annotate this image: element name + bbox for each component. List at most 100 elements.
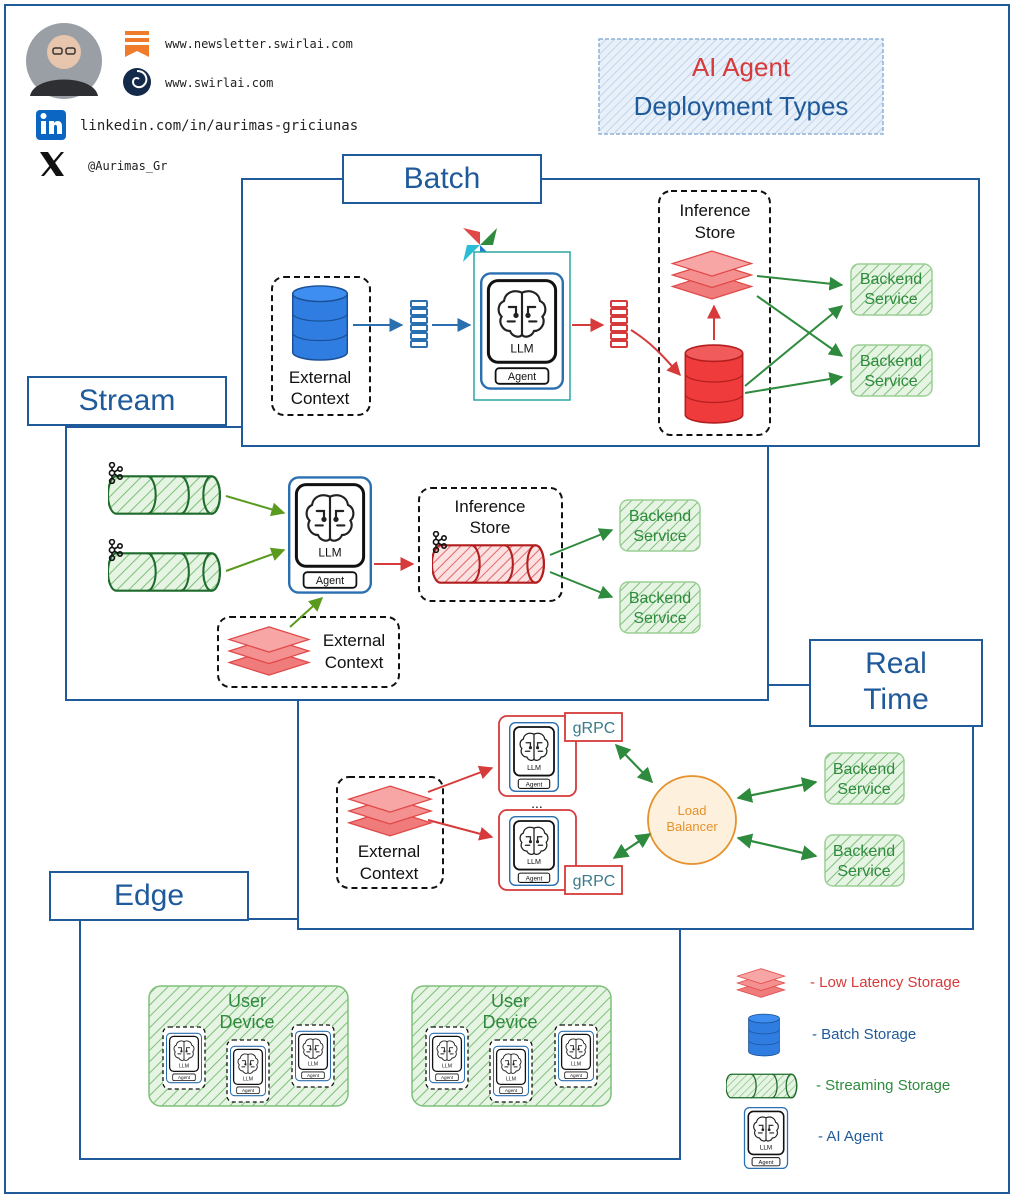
- service-label: Service: [837, 863, 890, 880]
- agent-icon: [230, 1045, 266, 1097]
- grpc-badge-1: gRPC: [564, 712, 623, 742]
- batch-input-queue-icon: [410, 300, 428, 348]
- load-label: Load: [678, 803, 707, 818]
- realtime-external-label: External: [358, 842, 420, 861]
- edge-tab: Edge: [49, 871, 249, 921]
- grpc-badge-2: gRPC: [564, 865, 623, 895]
- backend-label: Backend: [860, 353, 922, 370]
- arrow-context-to-agent: [289, 597, 324, 628]
- author-avatar: [26, 23, 102, 99]
- batch-backend-service-2: Backend Service: [850, 344, 933, 397]
- agent-icon: [509, 722, 559, 792]
- stream-label: Stream: [79, 384, 176, 417]
- legend: - Low Latency Storage - Batch Storage - …: [726, 968, 960, 1169]
- device-label: Device: [219, 1012, 274, 1032]
- user-device-1: User Device: [148, 985, 349, 1107]
- grpc-label: gRPC: [573, 873, 616, 890]
- batch-context-label: Context: [291, 389, 350, 408]
- backend-label: Backend: [833, 761, 895, 778]
- title-line-1: AI Agent: [692, 52, 791, 82]
- service-label: Service: [837, 781, 890, 798]
- batch-external-label: External: [289, 368, 351, 387]
- website-link[interactable]: www.swirlai.com: [165, 76, 273, 90]
- newsletter-icon: [125, 31, 149, 57]
- arrow-topic1-to-agent: [225, 495, 286, 517]
- backend-label: Backend: [629, 508, 691, 525]
- batch-store-label: Store: [695, 223, 736, 242]
- agent-icon: [558, 1030, 594, 1082]
- realtime-label-line-1: Real: [865, 647, 927, 680]
- load-balancer: Load Balancer: [647, 775, 737, 865]
- batch-agent-icon: [480, 272, 564, 390]
- realtime-tab: Real Time: [809, 639, 983, 727]
- batch-backend-service-1: Backend Service: [850, 263, 933, 316]
- backend-label: Backend: [860, 271, 922, 288]
- stream-service-arrows: [549, 528, 614, 599]
- legend-low-latency-label: - Low Latency Storage: [810, 974, 960, 991]
- stream-backend-service-1: Backend Service: [619, 499, 701, 552]
- service-label: Service: [633, 610, 686, 627]
- title-box: AI Agent Deployment Types: [598, 38, 884, 135]
- realtime-backend-service-2: Backend Service: [824, 834, 905, 887]
- red-db-icon: [684, 344, 744, 424]
- agent-icon: [509, 816, 559, 886]
- service-label: Service: [864, 373, 917, 390]
- realtime-context-label: Context: [360, 864, 419, 883]
- user-label: User: [228, 991, 266, 1011]
- linkedin-icon: [36, 110, 66, 140]
- agent-icon: [166, 1032, 202, 1084]
- batch-label: Batch: [404, 162, 481, 195]
- legend-streaming-storage-icon: [726, 1073, 798, 1099]
- stream-external-label: External: [323, 631, 385, 650]
- arrow-context-to-replica-1: [427, 765, 494, 793]
- stream-agent-icon: [288, 476, 372, 594]
- balancer-label: Balancer: [666, 819, 718, 834]
- arrow-context-to-replica-2: [427, 819, 494, 841]
- swirl-logo-icon: [123, 68, 151, 96]
- outer-frame: [4, 4, 1010, 1194]
- stream-external-context: External Context: [217, 616, 400, 688]
- batch-external-context: External Context: [271, 276, 371, 416]
- stream-store-label: Store: [470, 518, 511, 537]
- realtime-lb-arrows: [612, 743, 818, 861]
- stream-input-topic-1-icon: [108, 475, 221, 515]
- agent-icon: [493, 1045, 529, 1097]
- stream-backend-service-2: Backend Service: [619, 581, 701, 634]
- edge-label: Edge: [114, 879, 184, 912]
- agent-replica-1: [498, 715, 577, 797]
- arrow-queue-to-db: [630, 329, 681, 377]
- service-label: Service: [864, 291, 917, 308]
- realtime-backend-service-1: Backend Service: [824, 752, 905, 805]
- service-label: Service: [633, 528, 686, 545]
- newsletter-link[interactable]: www.newsletter.swirlai.com: [165, 37, 353, 51]
- batch-inference-label: Inference: [680, 201, 751, 220]
- x-handle-link[interactable]: @Aurimas_Gr: [88, 159, 167, 173]
- batch-tab: Batch: [342, 154, 542, 204]
- title-line-2: Deployment Types: [634, 91, 849, 121]
- batch-service-arrows: [744, 275, 844, 394]
- stream-input-topic-2-icon: [108, 552, 221, 592]
- grpc-label: gRPC: [573, 720, 616, 737]
- realtime-external-context: External Context: [336, 776, 444, 889]
- stream-context-label: Context: [325, 653, 384, 672]
- legend-low-latency-icon: [736, 968, 786, 998]
- legend-batch-label: - Batch Storage: [812, 1026, 916, 1043]
- stream-output-topic-icon: [432, 544, 545, 584]
- backend-label: Backend: [629, 590, 691, 607]
- backend-label: Backend: [833, 843, 895, 860]
- agent-icon: [295, 1030, 331, 1082]
- linkedin-link[interactable]: linkedin.com/in/aurimas-griciunas: [80, 118, 358, 134]
- device-label: Device: [482, 1012, 537, 1032]
- batch-output-queue-icon: [610, 300, 628, 348]
- agent-replica-2: [498, 809, 577, 891]
- stream-inference-label: Inference: [455, 497, 526, 516]
- user-device-2: User Device: [411, 985, 612, 1107]
- replica-ellipsis: ...: [531, 795, 543, 811]
- realtime-label-line-2: Time: [863, 683, 929, 716]
- x-logo-icon: [40, 152, 64, 176]
- legend-agent-label: - AI Agent: [818, 1128, 884, 1145]
- batch-storage-db-icon: [291, 285, 349, 361]
- legend-batch-storage-icon: [748, 1013, 780, 1057]
- legend-agent-icon: [743, 1107, 789, 1169]
- stream-inference-store: Inference Store: [418, 487, 563, 602]
